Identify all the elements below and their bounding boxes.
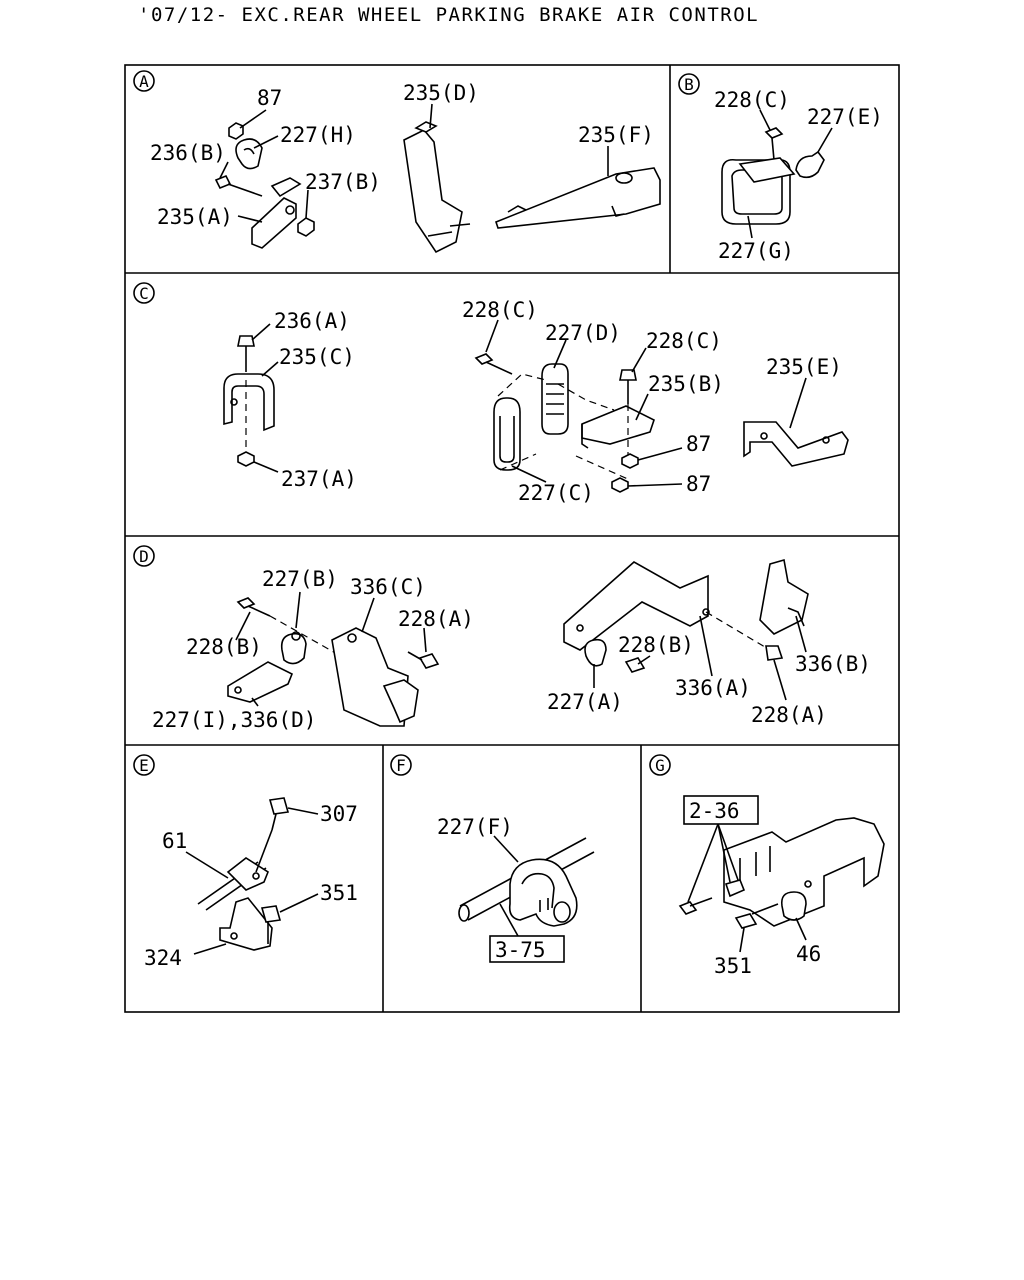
label-236-a: 236(A) (274, 309, 350, 333)
label-228-b-left: 228(B) (186, 635, 262, 659)
label-87: 87 (257, 86, 282, 110)
section-g-parts (678, 817, 885, 929)
svg-text:A: A (139, 72, 149, 91)
section-c-parts (223, 335, 849, 493)
ref-box-2-36 (683, 795, 759, 825)
section-e-parts (197, 797, 290, 951)
section-d-leaders (235, 591, 807, 707)
svg-text:C: C (139, 284, 149, 303)
label-228-a-left: 228(A) (398, 607, 474, 631)
svg-text:D: D (139, 547, 149, 566)
label-336-b: 336(B) (795, 652, 871, 676)
label-228-a-right: 228(A) (751, 703, 827, 727)
label-235-f: 235(F) (578, 123, 654, 147)
svg-text:G: G (655, 756, 665, 775)
label-228-c-right: 228(C) (646, 329, 722, 353)
label-351-e: 351 (320, 881, 358, 905)
section-f-parts (458, 837, 595, 927)
section-marker-e: E (133, 754, 155, 776)
label-227-i-336-d: 227(I),336(D) (152, 708, 316, 732)
label-228-c-b: 228(C) (714, 88, 790, 112)
section-b-parts (721, 127, 825, 225)
label-61: 61 (162, 829, 187, 853)
label-336-a: 336(A) (675, 676, 751, 700)
label-227-e: 227(E) (807, 105, 883, 129)
label-228-c-left: 228(C) (462, 298, 538, 322)
label-228-b-right: 228(B) (618, 633, 694, 657)
label-2-36: 2-36 (689, 799, 740, 823)
section-b-leaders (747, 109, 833, 239)
label-46: 46 (796, 942, 821, 966)
label-351-g: 351 (714, 954, 752, 978)
label-235-a: 235(A) (157, 205, 233, 229)
section-c-leaders (251, 319, 807, 487)
section-e-leaders (185, 807, 319, 955)
label-227-h: 227(H) (280, 123, 356, 147)
label-237-a: 237(A) (281, 467, 357, 491)
section-marker-a: A (133, 70, 155, 92)
diagram-frame (124, 64, 900, 1013)
label-227-c: 227(C) (518, 481, 594, 505)
svg-text:F: F (396, 756, 406, 775)
label-235-b: 235(B) (648, 372, 724, 396)
label-235-e: 235(E) (766, 355, 842, 379)
label-227-g: 227(G) (718, 239, 794, 263)
section-marker-g: G (649, 754, 671, 776)
section-marker-d: D (133, 545, 155, 567)
page-title: '07/12- EXC.REAR WHEEL PARKING BRAKE AIR… (138, 4, 760, 26)
label-324: 324 (144, 946, 182, 970)
label-87-lower: 87 (686, 472, 711, 496)
section-a-leaders (219, 103, 609, 223)
label-227-d: 227(D) (545, 321, 621, 345)
label-87-upper: 87 (686, 432, 711, 456)
label-3-75: 3-75 (495, 938, 546, 962)
section-marker-f: F (390, 754, 412, 776)
label-227-b: 227(B) (262, 567, 338, 591)
section-marker-b: B (678, 73, 700, 95)
svg-text:B: B (684, 75, 694, 94)
section-f-leaders (493, 835, 519, 937)
section-marker-c: C (133, 282, 155, 304)
label-235-d: 235(D) (403, 81, 479, 105)
label-227-f: 227(F) (437, 815, 513, 839)
ref-box-3-75 (489, 935, 565, 963)
label-307: 307 (320, 802, 358, 826)
svg-text:E: E (139, 756, 149, 775)
label-336-c: 336(C) (350, 575, 426, 599)
label-236-b: 236(B) (150, 141, 226, 165)
section-g-leaders (687, 823, 807, 953)
section-a-parts (214, 121, 661, 254)
label-235-c: 235(C) (279, 345, 355, 369)
label-237-b: 237(B) (305, 170, 381, 194)
label-227-a: 227(A) (547, 690, 623, 714)
